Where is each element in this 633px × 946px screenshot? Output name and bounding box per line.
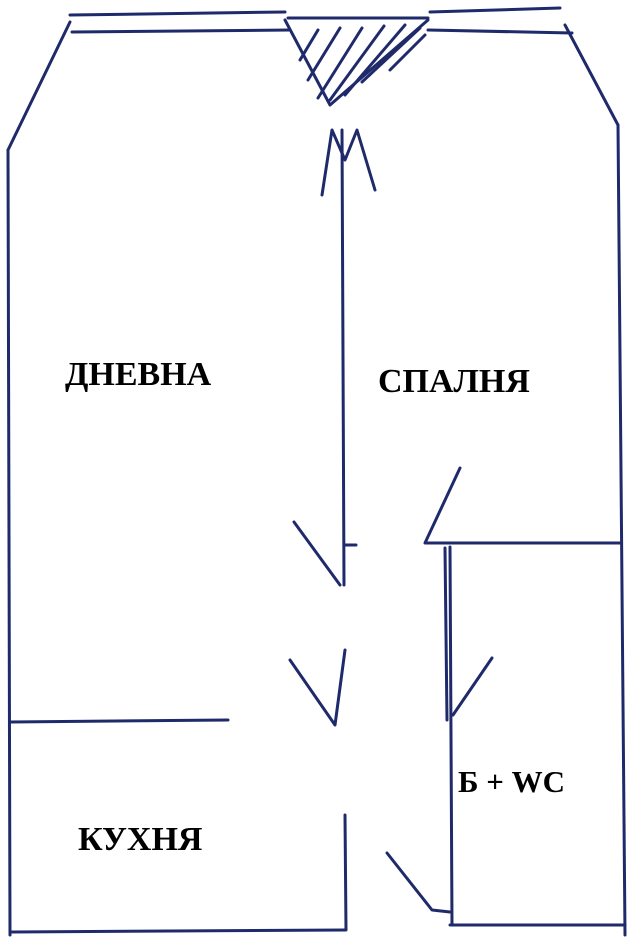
- vent-hatch-line: [388, 33, 427, 72]
- door-arrow-2: [288, 648, 347, 727]
- vent-hatch-line: [298, 28, 320, 62]
- top-wall-outer: [68, 6, 562, 17]
- vent-hatch-line: [360, 26, 422, 84]
- vent-hatch-line: [328, 24, 386, 102]
- right-outer-wall: [616, 123, 627, 937]
- vent-hatch-line: [306, 26, 342, 82]
- bottom-wall-left: [10, 928, 347, 934]
- vent-triangle: [283, 18, 430, 107]
- kitchen-wall: [8, 718, 230, 724]
- room-label-bedroom: СПАЛНЯ: [378, 363, 530, 400]
- bath-door-lower: [385, 851, 452, 914]
- room-label-living: ДНЕВНА: [65, 356, 212, 393]
- kitchen-right-wall: [343, 813, 348, 932]
- central-partition: [340, 128, 346, 587]
- bath-inner-line: [443, 546, 449, 722]
- room-label-bath: Б + WC: [458, 764, 565, 799]
- vent-hatch-line: [316, 26, 364, 100]
- vent-hatch-line: [343, 23, 407, 97]
- walls: [6, 6, 627, 937]
- left-chamfer: [6, 20, 72, 152]
- bath-door-arrow: [451, 656, 494, 717]
- m-window-mark: [320, 128, 377, 197]
- bath-left-wall: [448, 545, 454, 927]
- vent-hatching: [298, 23, 427, 102]
- right-chamfer: [563, 23, 620, 127]
- door-arrow-1: [292, 520, 342, 587]
- bedroom-door: [423, 466, 622, 545]
- room-label-kitchen: КУХНЯ: [78, 821, 202, 858]
- top-wall-inner: [70, 28, 574, 35]
- left-outer-wall: [6, 148, 12, 937]
